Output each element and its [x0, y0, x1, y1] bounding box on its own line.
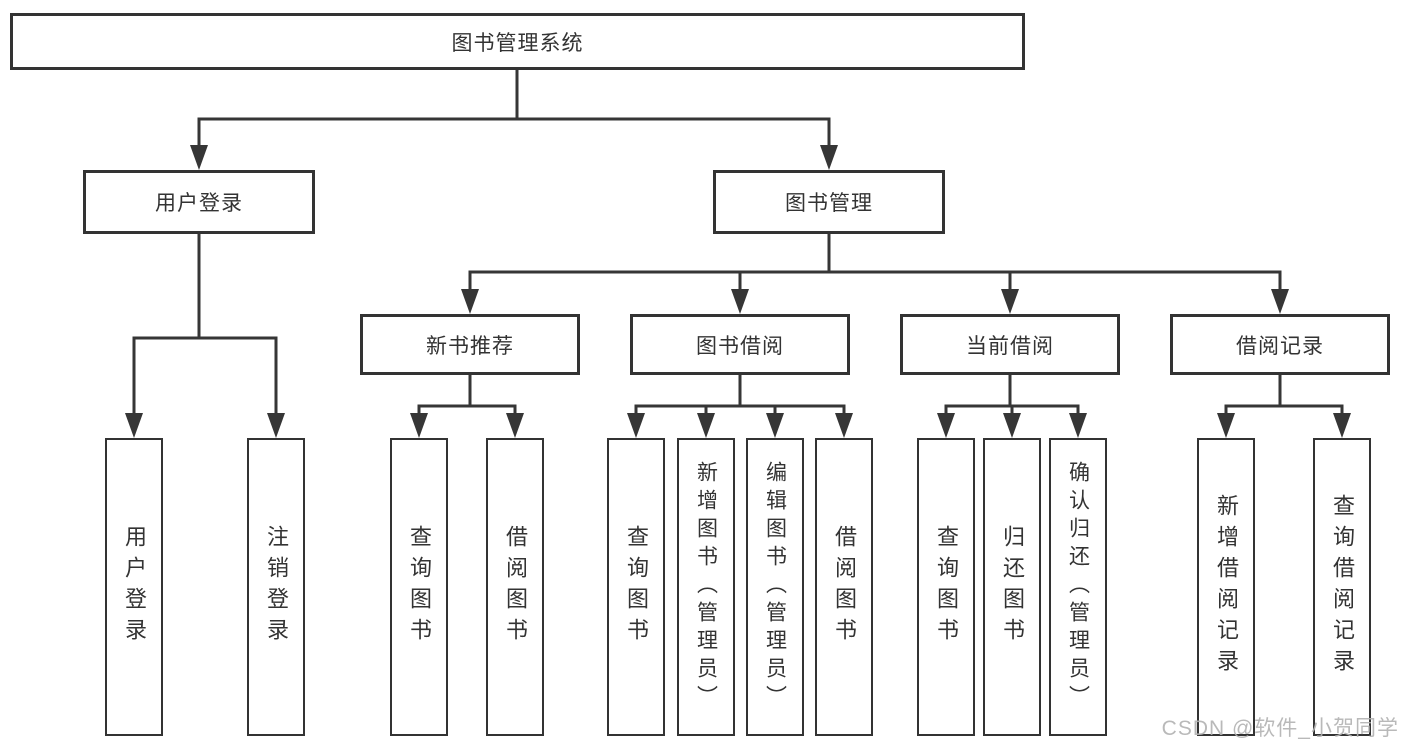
- leaf-add-borrow-record: 新增借阅记录: [1197, 438, 1255, 736]
- leaf-query-borrow-record-label: 查询借阅记录: [1330, 494, 1355, 680]
- leaf-edit-book-admin: 编辑图书（管理员）: [746, 438, 804, 736]
- leaf-borrow-books-recommend-label: 借阅图书: [503, 525, 528, 649]
- node-root: 图书管理系统: [10, 13, 1025, 70]
- node-current-borrow: 当前借阅: [900, 314, 1120, 375]
- leaf-logout-label: 注销登录: [264, 525, 289, 649]
- leaf-edit-book-admin-label: 编辑图书（管理员）: [763, 461, 787, 713]
- leaf-return-book-label: 归还图书: [1000, 525, 1025, 649]
- node-book-management: 图书管理: [713, 170, 945, 234]
- leaf-add-book-admin-label: 新增图书（管理员）: [694, 461, 718, 713]
- leaf-query-books-borrow: 查询图书: [607, 438, 665, 736]
- leaf-query-books-current-label: 查询图书: [934, 525, 959, 649]
- leaf-borrow-books: 借阅图书: [815, 438, 873, 736]
- leaf-confirm-return-admin: 确认归还（管理员）: [1049, 438, 1107, 736]
- leaf-query-borrow-record: 查询借阅记录: [1313, 438, 1371, 736]
- leaf-confirm-return-admin-label: 确认归还（管理员）: [1066, 461, 1090, 713]
- node-user-login: 用户登录: [83, 170, 315, 234]
- leaf-user-login-label: 用户登录: [122, 525, 147, 649]
- leaf-borrow-books-label: 借阅图书: [832, 525, 857, 649]
- csdn-watermark: CSDN @软件_小贺同学: [1161, 717, 1399, 740]
- node-new-book-recommendation: 新书推荐: [360, 314, 580, 375]
- leaf-borrow-books-recommend: 借阅图书: [486, 438, 544, 736]
- leaf-query-books-borrow-label: 查询图书: [624, 525, 649, 649]
- leaf-user-login: 用户登录: [105, 438, 163, 736]
- leaf-add-borrow-record-label: 新增借阅记录: [1214, 494, 1239, 680]
- leaf-query-books-current: 查询图书: [917, 438, 975, 736]
- node-book-borrow: 图书借阅: [630, 314, 850, 375]
- leaf-query-books-recommend-label: 查询图书: [407, 525, 432, 649]
- leaf-logout: 注销登录: [247, 438, 305, 736]
- leaf-add-book-admin: 新增图书（管理员）: [677, 438, 735, 736]
- leaf-query-books-recommend: 查询图书: [390, 438, 448, 736]
- node-borrow-records: 借阅记录: [1170, 314, 1390, 375]
- leaf-return-book: 归还图书: [983, 438, 1041, 736]
